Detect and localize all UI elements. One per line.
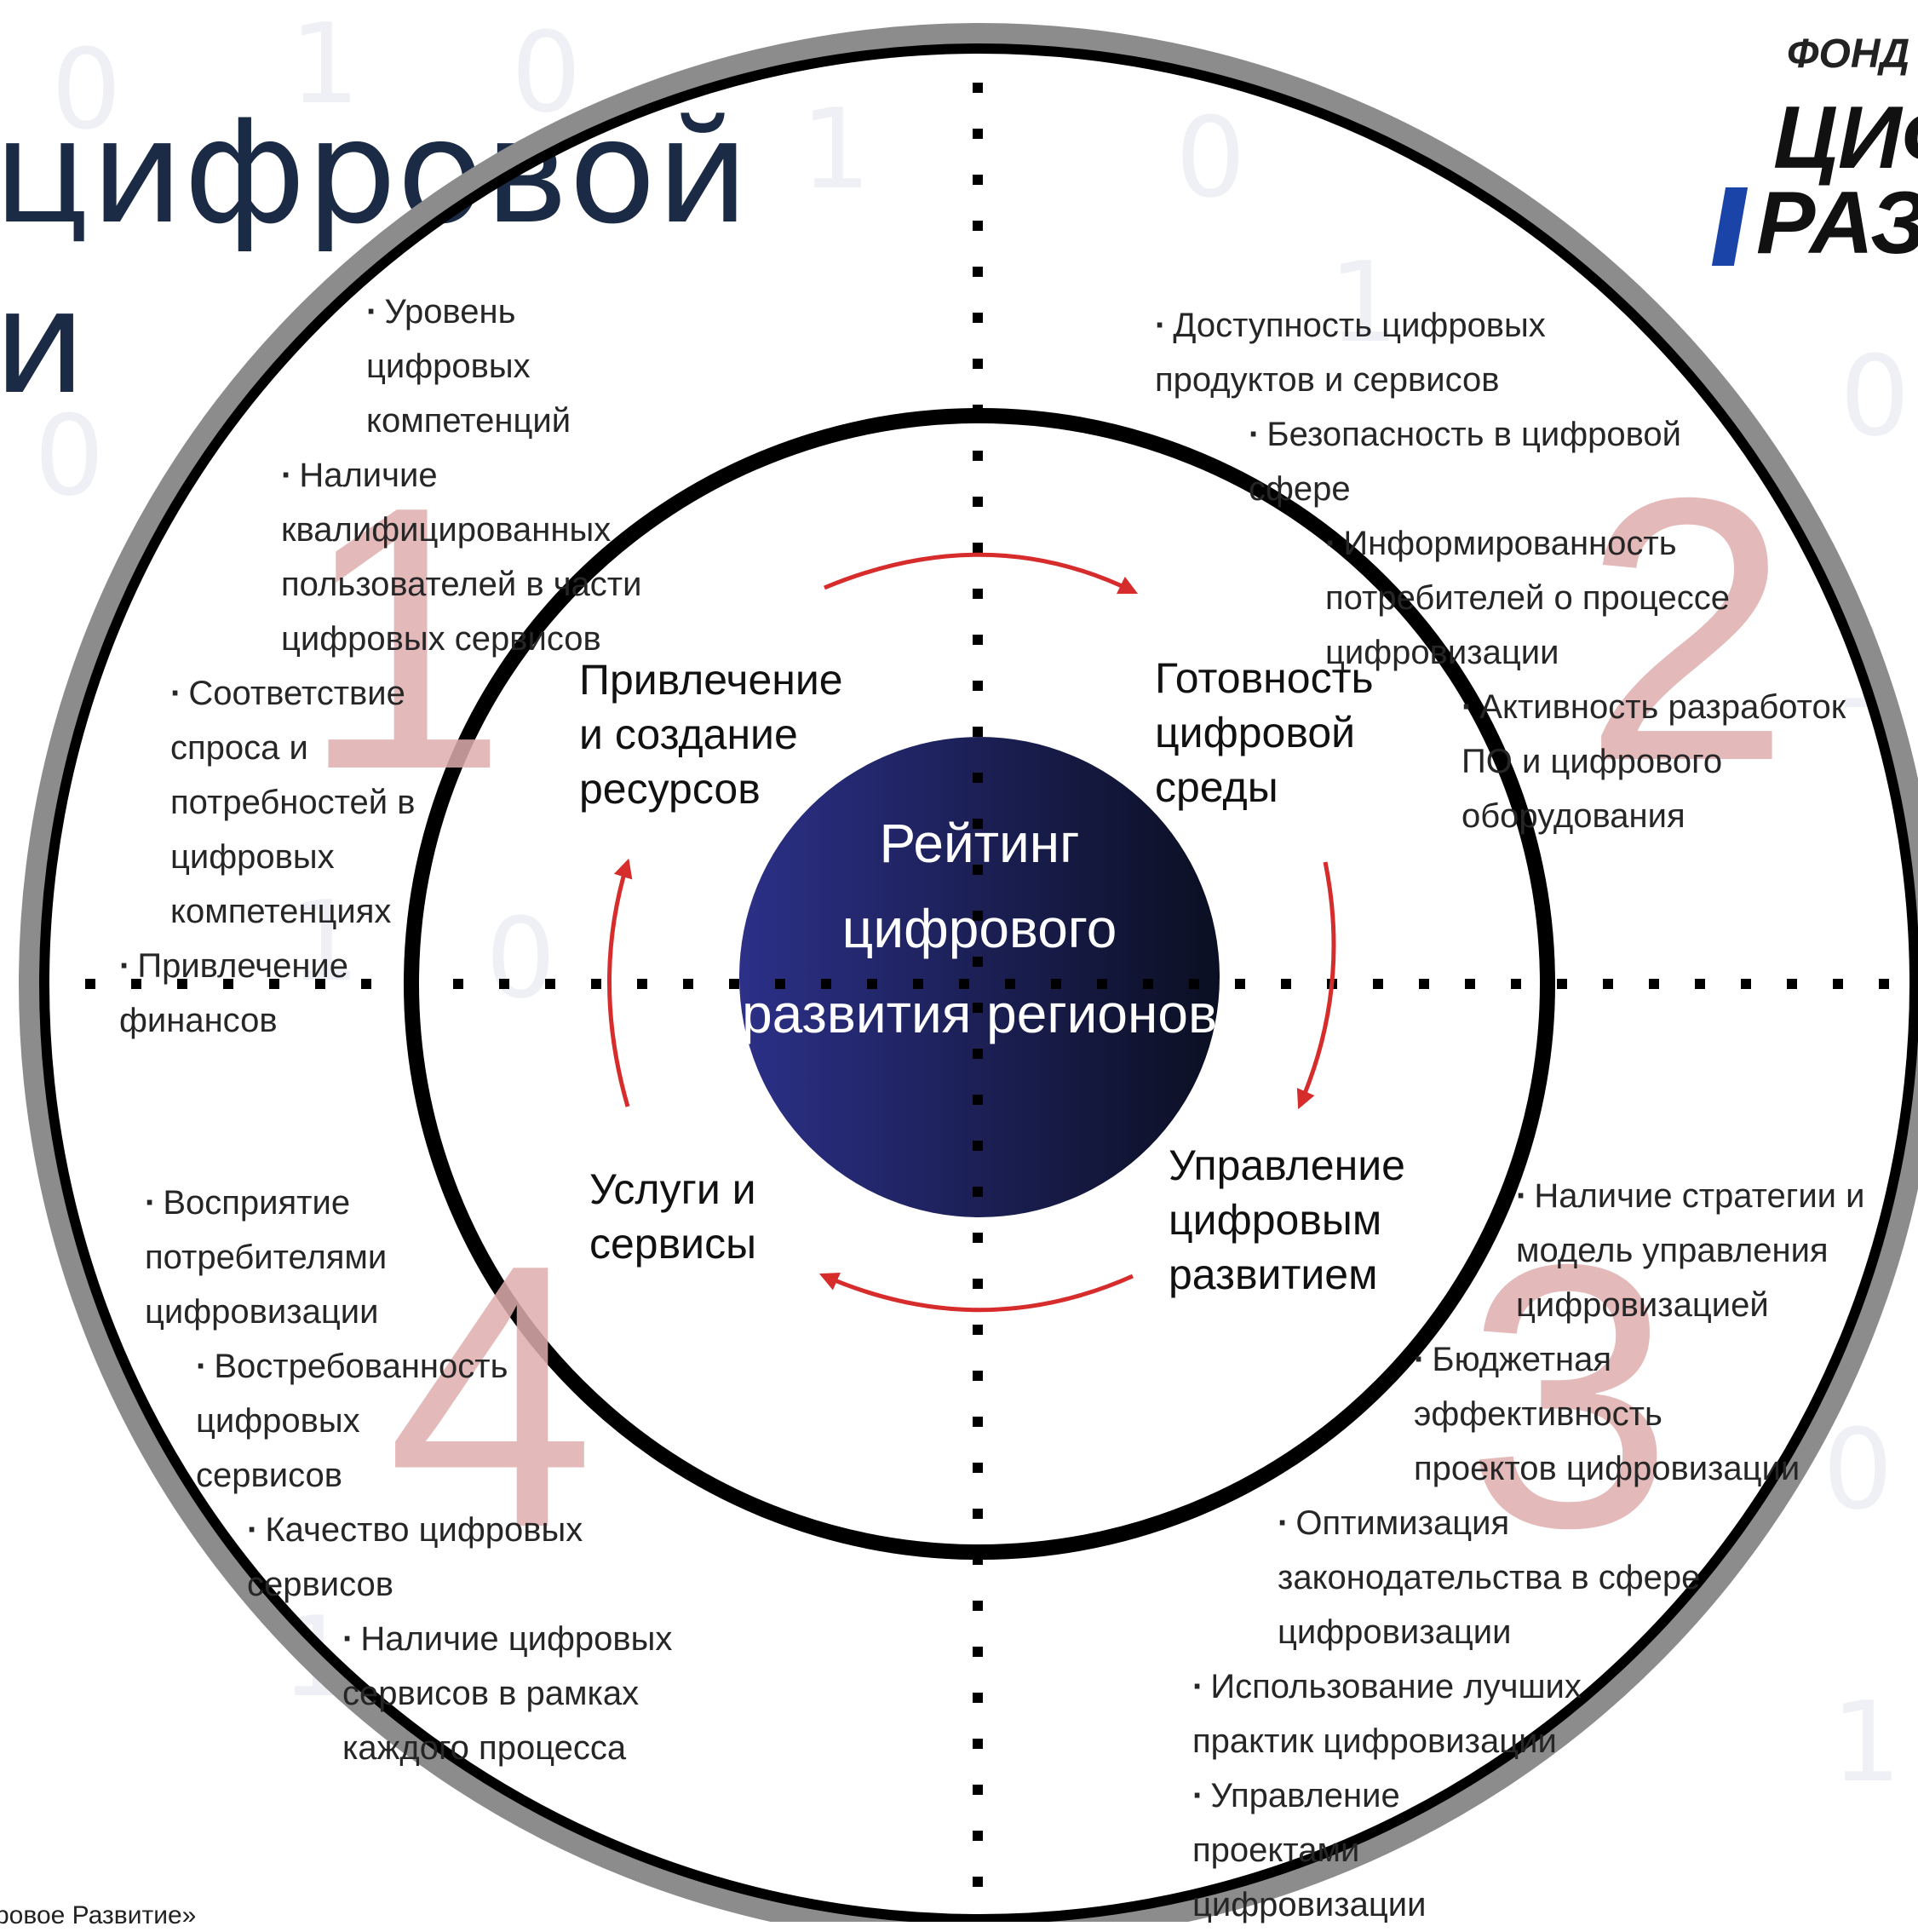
- sector-2-item: Информированность потребителей о процесс…: [1155, 516, 1751, 680]
- slide-title-line-1: цифровой: [0, 89, 749, 256]
- foundation-logo: ФОНД ЦИФ РАЗВ: [1703, 26, 1918, 281]
- logo-big-text-2: РАЗВ: [1756, 174, 1918, 273]
- center-label: Рейтинг цифрового развития регионов: [742, 813, 1217, 1044]
- sector-2-list: Доступность цифровых продуктов и сервисо…: [1155, 298, 1904, 843]
- sector-3-item: Бюджетная эффективность проектов цифрови…: [1192, 1332, 1814, 1496]
- sector-1-list: Уровень цифровых компетенций Наличие ква…: [119, 285, 732, 1048]
- cycle-arrow-top: [824, 552, 1139, 595]
- sector-4-item: Восприятие потребителями цифровизации: [145, 1176, 392, 1339]
- sector-4-item: Наличие цифровых сервисов в рамках каждо…: [145, 1612, 751, 1775]
- cycle-arrow-right: [1296, 861, 1336, 1110]
- slide-title-line-2: и: [0, 259, 87, 426]
- outer-ring-gray: [19, 23, 1918, 1922]
- outer-ring-black: [39, 43, 1918, 1922]
- sector-3-item: Оптимизация законодательства в сфере циф…: [1192, 1496, 1754, 1659]
- sector-1-item: Привлечение финансов: [119, 939, 348, 1048]
- logo-small-text: ФОНД: [1787, 32, 1910, 77]
- sector-4-title: Услуги и сервисы: [589, 1165, 757, 1268]
- sector-3-item: Управление проектами цифровизации: [1192, 1768, 1550, 1932]
- center-disc: [739, 737, 1220, 1217]
- sector-1-item: Уровень цифровых компетенций: [119, 285, 647, 448]
- sector-3-item: Наличие стратегии и модель управления ци…: [1192, 1169, 1882, 1332]
- sector-2-item: Активность разработок ПО и цифрового обо…: [1155, 680, 1887, 843]
- cycle-arrow-left: [607, 858, 633, 1107]
- cycle-arrow-bottom: [818, 1272, 1134, 1313]
- logo-accent-bar: [1711, 187, 1749, 266]
- footer-text: ровое Развитие»: [0, 1901, 197, 1929]
- sector-2-item: Доступность цифровых продуктов и сервисо…: [1155, 298, 1632, 407]
- sector-1-item: Наличие квалифицированных пользователей …: [119, 448, 707, 666]
- sector-1-item: Соответствие спроса и потребностей в циф…: [119, 666, 451, 939]
- sector-4-list: Восприятие потребителями цифровизации Во…: [145, 1176, 792, 1775]
- sector-4-item: Качество цифровых сервисов: [145, 1503, 690, 1612]
- sector-3-list: Наличие стратегии и модель управления ци…: [1192, 1169, 1916, 1932]
- sector-4-item: Востребованность цифровых сервисов: [145, 1339, 508, 1503]
- sector-2-item: Безопасность в цифровой сфере: [1155, 407, 1726, 516]
- sector-3-item: Использование лучших практик цифровизаци…: [1192, 1659, 1669, 1768]
- logo-big-text-1: ЦИФ: [1773, 89, 1918, 187]
- sector-1-title: Привлечение и создание ресурсов: [579, 656, 843, 813]
